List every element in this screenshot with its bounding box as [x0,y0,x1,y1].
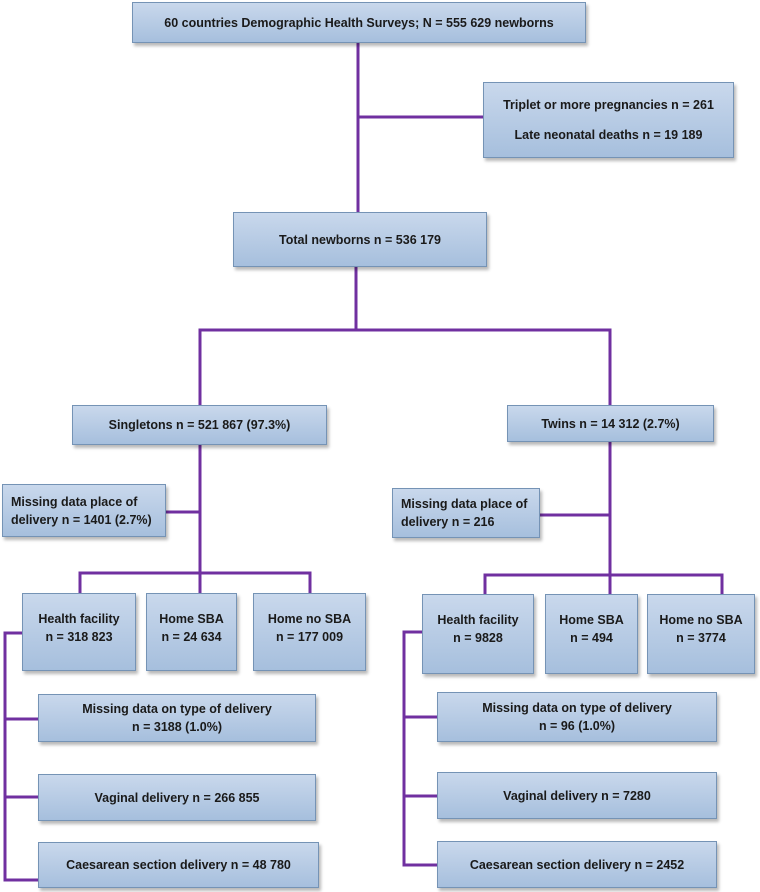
box-total-newborns: Total newborns n = 536 179 [233,212,487,267]
singletons-missing-type-line2: n = 3188 (1.0%) [132,720,222,734]
singletons-missing-place-line1: Missing data place of [11,494,138,509]
box-singletons-home-no-sba: Home no SBA n = 177 009 [253,593,366,671]
box-all-newborns: 60 countries Demographic Health Surveys;… [132,2,586,43]
box-singletons: Singletons n = 521 867 (97.3%) [72,405,327,445]
singletons-caesarean-text: Caesarean section delivery n = 48 780 [66,858,291,872]
connector-total-split [198,266,612,408]
twins-vaginal-text: Vaginal delivery n = 7280 [503,788,651,803]
box-total-newborns-text: Total newborns n = 536 179 [279,232,441,247]
singletons-health-facility-line1: Health facility [38,612,120,626]
singletons-missing-type-line1: Missing data on type of delivery [82,702,272,716]
connector-singletons-place-split [78,571,312,595]
twins-home-sba-line2: n = 494 [570,631,613,645]
singletons-home-sba-line1: Home SBA [159,612,224,626]
box-all-newborns-text: 60 countries Demographic Health Surveys;… [164,15,554,30]
twins-missing-type-line1: Missing data on type of delivery [482,701,672,715]
box-twins-home-no-sba: Home no SBA n = 3774 [647,594,755,674]
box-singletons-missing-place: Missing data place of delivery n = 1401 … [2,484,166,537]
box-exclusions: Triplet or more pregnancies n = 261 Late… [483,82,734,158]
singletons-home-no-sba-line1: Home no SBA [267,612,352,626]
singletons-home-sba-line2: n = 24 634 [161,630,222,644]
twins-missing-place-line1: Missing data place of [401,497,528,511]
box-twins-text: Twins n = 14 312 (2.7%) [541,416,680,431]
twins-home-no-sba-line1: Home no SBA [659,613,743,627]
singletons-health-facility-line2: n = 318 823 [45,630,113,644]
twins-home-no-sba-line2: n = 3774 [676,631,726,645]
box-twins-health-facility: Health facility n = 9828 [422,594,534,674]
singletons-missing-place-line2: delivery n = 1401 (2.7%) [11,512,152,527]
box-twins-vaginal: Vaginal delivery n = 7280 [437,772,717,819]
twins-health-facility-line1: Health facility [437,613,519,627]
connector-singletons-type-bracket [3,631,40,882]
box-singletons-health-facility: Health facility n = 318 823 [22,593,136,671]
box-twins-missing-place: Missing data place of delivery n = 216 [392,488,540,538]
box-singletons-caesarean: Caesarean section delivery n = 48 780 [38,842,319,888]
box-twins-missing-type: Missing data on type of delivery n = 96 … [437,692,717,742]
connector-twins-type-bracket [402,630,439,867]
exclusion-late-neonatal-deaths: Late neonatal deaths n = 19 189 [514,128,703,142]
box-singletons-home-sba: Home SBA n = 24 634 [146,593,237,671]
box-singletons-missing-type: Missing data on type of delivery n = 318… [38,694,316,742]
twins-missing-place-line2: delivery n = 216 [401,515,495,529]
twins-missing-type-line2: n = 96 (1.0%) [538,719,616,733]
box-twins-home-sba: Home SBA n = 494 [545,594,638,674]
box-twins-caesarean: Caesarean section delivery n = 2452 [437,841,717,888]
connector-twins-place-split [483,573,724,599]
singletons-vaginal-text: Vaginal delivery n = 266 855 [94,790,260,805]
twins-home-sba-line1: Home SBA [559,613,624,627]
twins-caesarean-text: Caesarean section delivery n = 2452 [469,857,685,872]
singletons-home-no-sba-line2: n = 177 009 [275,630,344,644]
box-singletons-text: Singletons n = 521 867 (97.3%) [108,418,291,432]
box-singletons-vaginal: Vaginal delivery n = 266 855 [38,774,316,821]
exclusion-triplets: Triplet or more pregnancies n = 261 [503,98,714,112]
twins-health-facility-line2: n = 9828 [453,631,503,645]
box-twins: Twins n = 14 312 (2.7%) [507,405,714,442]
